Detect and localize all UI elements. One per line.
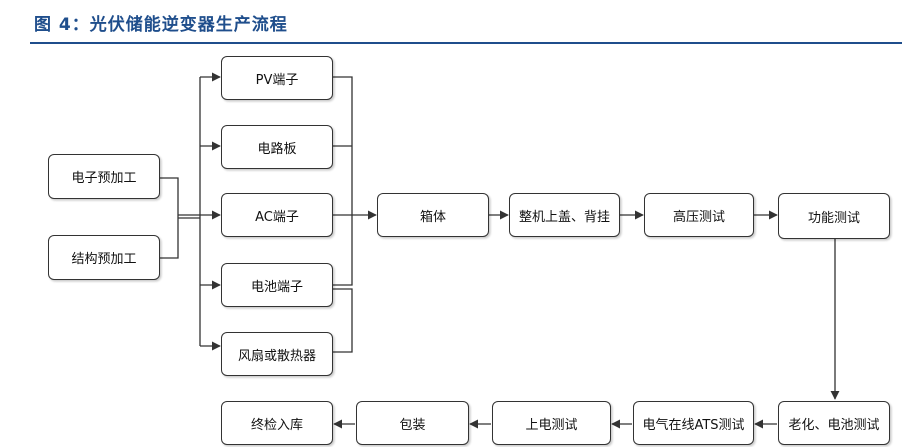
node-enclosure: 箱体 <box>377 193 489 237</box>
node-ac-terminal: AC端子 <box>221 193 333 237</box>
node-power-on-test: 上电测试 <box>492 401 611 445</box>
node-ats-test: 电气在线ATS测试 <box>633 401 754 445</box>
connector-fan-loop <box>333 288 353 353</box>
node-aging-battery-test: 老化、电池测试 <box>778 401 890 445</box>
node-final-inspection: 终检入库 <box>221 401 333 445</box>
node-fan-or-heatsink: 风扇或散热器 <box>221 332 333 376</box>
title-divider <box>30 42 902 44</box>
connector-parts-right <box>333 76 353 286</box>
node-pv-terminal: PV端子 <box>221 56 333 100</box>
node-structure-preprocess: 结构预加工 <box>48 235 160 280</box>
connector-preprocess-merge <box>160 177 200 259</box>
node-packaging: 包装 <box>356 401 469 445</box>
node-function-test: 功能测试 <box>778 193 890 239</box>
node-assembly-cover: 整机上盖、背挂 <box>509 193 620 237</box>
figure-title: 图 4：光伏储能逆变器生产流程 <box>34 15 288 35</box>
node-circuit-board: 电路板 <box>221 125 333 169</box>
node-battery-terminal: 电池端子 <box>221 263 333 307</box>
node-electronic-preprocess: 电子预加工 <box>48 154 160 199</box>
node-high-voltage-test: 高压测试 <box>644 193 754 237</box>
